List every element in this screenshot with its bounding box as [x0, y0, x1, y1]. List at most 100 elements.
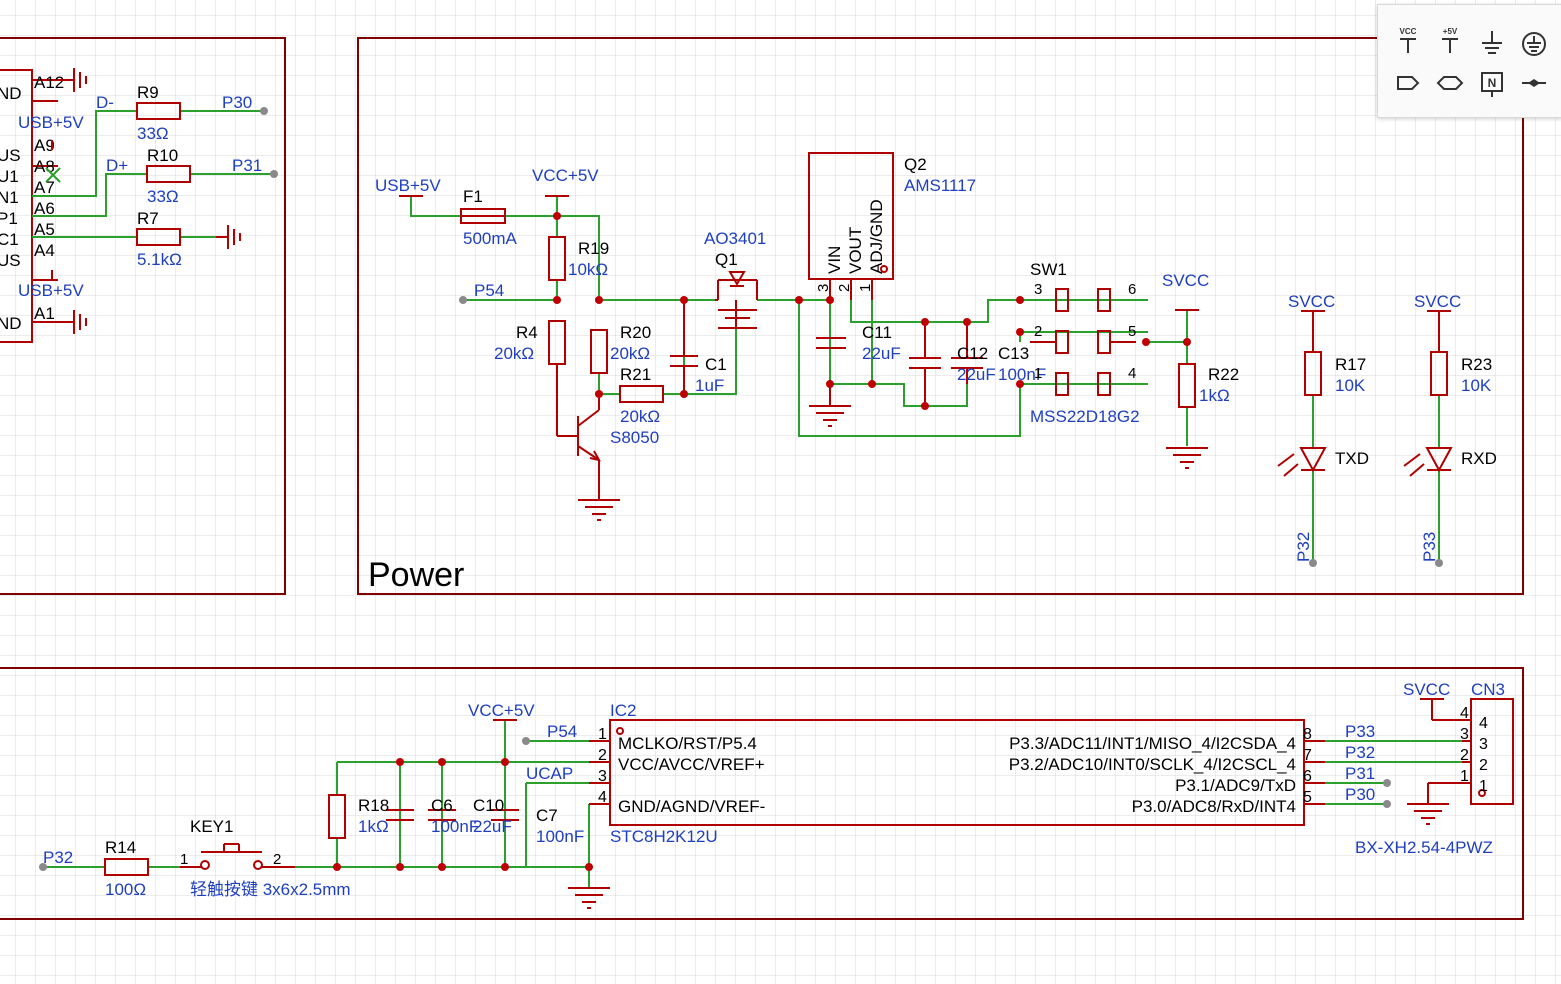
resistor-r17[interactable]: [1304, 351, 1322, 396]
sw1-pin-6: 6: [1128, 281, 1136, 298]
vcc-power-button[interactable]: VCC: [1392, 27, 1424, 59]
usb-pin-a7: A7: [34, 178, 55, 197]
capacitor-c7[interactable]: [491, 809, 519, 821]
net-usb5v: USB+5V: [375, 176, 441, 195]
q2-pinnum-1: 1: [857, 284, 874, 292]
ic2-body[interactable]: [609, 719, 1305, 826]
cn3-ref: CN3: [1471, 680, 1505, 699]
r10-value: 33Ω: [147, 187, 179, 206]
tactile-switch-key1[interactable]: [180, 843, 295, 870]
usb-pin-a5: A5: [34, 220, 55, 239]
r4-ref: R4: [516, 323, 538, 342]
usb-connector[interactable]: [0, 69, 58, 343]
led-txd[interactable]: [1277, 447, 1327, 477]
capacitor-c11[interactable]: [816, 337, 846, 349]
q1-ref: Q1: [715, 250, 738, 269]
resistor-r21[interactable]: [619, 385, 664, 403]
capacitor-c6[interactable]: [386, 809, 414, 821]
power-title: Power: [368, 556, 464, 594]
ground-mcu: [568, 887, 610, 909]
r22-ref: R22: [1208, 365, 1239, 384]
connector-cn3[interactable]: [1470, 698, 1514, 805]
usb-pin-a12: A12: [34, 73, 64, 92]
resistor-r4[interactable]: [548, 320, 578, 437]
r14-ref: R14: [105, 838, 136, 857]
usb-pin-a4: A4: [34, 241, 55, 260]
usb-net-dplus: D+: [106, 156, 128, 175]
c10-ref: C10: [473, 796, 504, 815]
resistor-r22[interactable]: [1178, 363, 1196, 408]
capacitor-c10[interactable]: [428, 809, 456, 821]
resistor-r23[interactable]: [1430, 351, 1448, 396]
c13-value: 100nF: [998, 365, 1046, 384]
resistor-r20[interactable]: [590, 329, 608, 374]
mosfet-q1[interactable]: [715, 271, 758, 329]
led-rxd-label: RXD: [1461, 449, 1497, 468]
net-p30-mcu: P30: [1345, 785, 1375, 804]
c11-value: 22uF: [862, 344, 901, 363]
capacitor-c12[interactable]: [909, 322, 941, 406]
bidirectional-port-icon: [1436, 76, 1464, 90]
ic2-pin6-name: P3.1/ADC9/TxD: [1175, 776, 1296, 795]
r9-ref: R9: [137, 83, 159, 102]
resistor-r14[interactable]: [104, 858, 149, 876]
usb-pinname-6: C1: [0, 230, 19, 249]
power-symbol-lines: [399, 195, 1451, 352]
usb-wires: [32, 110, 274, 238]
cn3-outer-pin3: 3: [1460, 726, 1469, 743]
c1-value: 1uF: [695, 376, 724, 395]
plus5v-label: +5V: [1442, 27, 1458, 36]
ground-button[interactable]: [1476, 27, 1508, 59]
usb-pinname-7: US: [0, 251, 21, 270]
power-port-dots: [459, 296, 1443, 567]
symbol-palette: VCC +5V N: [1377, 4, 1561, 118]
net-svcc-mcu: SVCC: [1403, 680, 1450, 699]
usb-port-dots: [260, 107, 278, 178]
usb-port-p30: P30: [222, 93, 252, 112]
sw1-pin-4: 4: [1128, 365, 1136, 382]
c10-value: 22uF: [473, 817, 512, 836]
ground-s8050: [578, 499, 620, 521]
ground-cn3: [1407, 803, 1449, 825]
r18-value: 1kΩ: [358, 817, 389, 836]
no-connect-button[interactable]: N: [1476, 67, 1508, 99]
bidirectional-port-button[interactable]: [1434, 67, 1466, 99]
usb-frame: [0, 37, 286, 595]
sw1-ref: SW1: [1030, 260, 1067, 279]
cn3-inner-pin2: 2: [1479, 757, 1488, 774]
usb-net-dminus: D-: [96, 93, 114, 112]
switch-sw1[interactable]: [1030, 288, 1136, 396]
r7-ref: R7: [137, 209, 159, 228]
ic2-pin4-num: 4: [598, 789, 607, 806]
usb-ground-icons: [51, 68, 241, 334]
transistor-s8050[interactable]: [577, 394, 601, 500]
fuse-f1[interactable]: [460, 208, 506, 224]
plus5v-power-button[interactable]: +5V: [1434, 27, 1466, 59]
no-connect-icon: N: [1481, 72, 1503, 97]
led-rxd[interactable]: [1403, 447, 1453, 477]
capacitor-c13[interactable]: [951, 322, 983, 384]
capacitor-c1[interactable]: [670, 300, 698, 394]
key1-pin-1: 1: [180, 851, 188, 868]
r21-ref: R21: [620, 365, 651, 384]
q2-pinnum-3: 3: [815, 284, 832, 292]
r9-value: 33Ω: [137, 124, 169, 143]
ic2-pin8-name: P3.3/ADC11/INT1/MISO_4/I2CSDA_4: [1009, 734, 1296, 753]
usb-pinname-5: P1: [0, 209, 18, 228]
resistor-r19[interactable]: [548, 236, 566, 281]
led-txd-label: TXD: [1335, 449, 1369, 468]
earth-ground-button[interactable]: [1518, 27, 1550, 59]
q2-pin-adj: ADJ/GND: [867, 199, 886, 274]
usb-port-p31: P31: [232, 156, 262, 175]
ic2-pin8-num: 8: [1303, 726, 1312, 743]
usb-pinname-3: U1: [0, 167, 19, 186]
usb-pinname-1: ND: [0, 84, 22, 103]
r20-value: 20kΩ: [610, 344, 650, 363]
net-port-button[interactable]: [1392, 67, 1424, 99]
r18-ref: R18: [358, 796, 389, 815]
s8050-label: S8050: [610, 428, 659, 447]
resistor-r18[interactable]: [328, 794, 346, 839]
net-label-button[interactable]: [1518, 67, 1550, 99]
usb-resistors[interactable]: [136, 102, 191, 246]
